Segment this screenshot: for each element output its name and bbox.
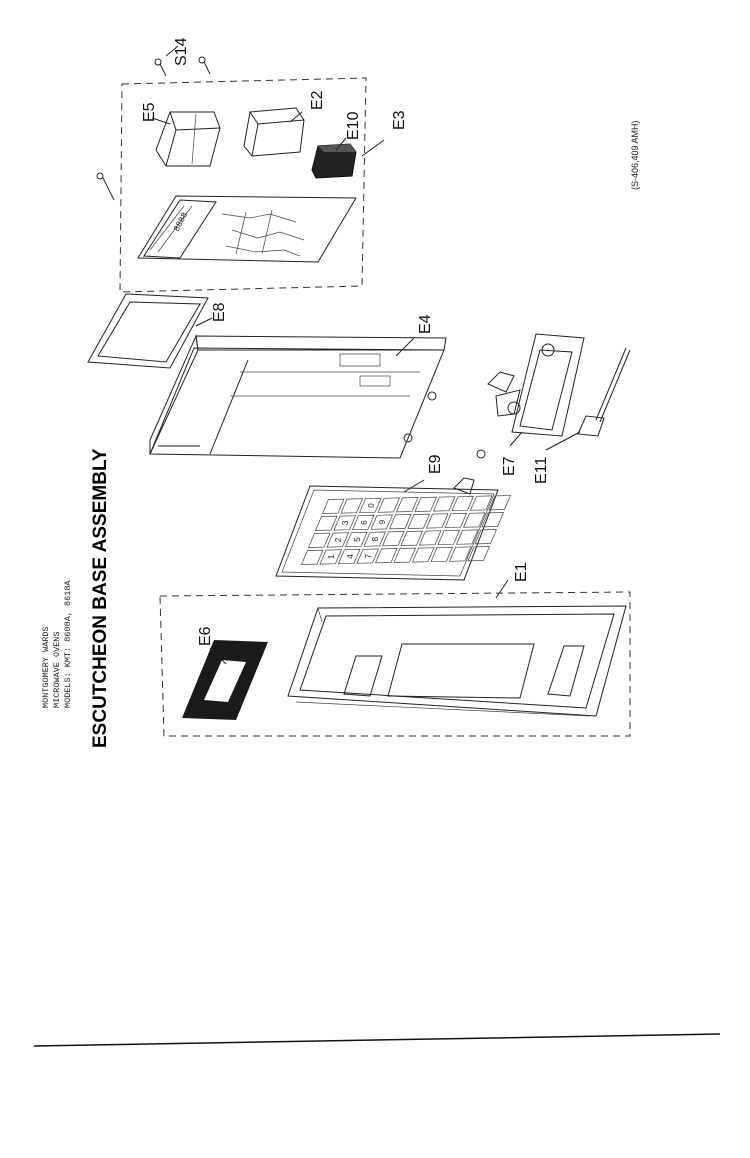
- keypad-key: [462, 512, 486, 528]
- control-board: [137, 195, 357, 263]
- keypad-key: [300, 549, 324, 565]
- keypad-key: [363, 531, 387, 547]
- control-board-group: 8888: [96, 56, 367, 293]
- keypad-key: [455, 529, 479, 545]
- keypad-key: [400, 530, 424, 546]
- screw-left: [96, 172, 115, 201]
- header-line-1: MONTGOMERY WARDS: [41, 626, 51, 708]
- label-e10: E10: [345, 111, 362, 140]
- keypad-key: [337, 548, 361, 565]
- keypad-key: [444, 512, 468, 529]
- keypad-key: [430, 546, 454, 563]
- label-s14: S14: [173, 37, 190, 66]
- label-e8: E8: [211, 302, 228, 322]
- keypad-key: [437, 529, 461, 546]
- label-e6: E6: [197, 626, 214, 646]
- keypad-key: [358, 497, 382, 514]
- svg-text:8888: 8888: [172, 211, 190, 234]
- keypad-key: [351, 514, 375, 531]
- keypad-key: [314, 515, 338, 531]
- label-e5: E5: [141, 102, 158, 122]
- keypad-key: [388, 514, 412, 530]
- keypad-key: [488, 495, 512, 511]
- page-title: ESCUTCHEON BASE ASSEMBLY: [90, 448, 111, 748]
- part-e1-group: [159, 591, 631, 737]
- part-e9-keypad: 1 2 3 4 5 6 7 8 9 0: [275, 449, 512, 581]
- keypad-key: [319, 549, 343, 565]
- keypad-key: [411, 547, 435, 563]
- screw-top-left: [154, 58, 167, 77]
- keypad-digit: 5: [353, 537, 362, 542]
- escutcheon-dashed-box: [159, 591, 631, 737]
- bottom-rule: [33, 1033, 721, 1047]
- keypad-key: [418, 530, 442, 546]
- keypad-key: [395, 497, 419, 513]
- escutcheon-outer: [287, 605, 627, 717]
- keypad-key: [467, 546, 491, 562]
- label-e4: E4: [417, 314, 434, 334]
- keypad-key: [370, 514, 394, 530]
- keypad-digit: 9: [378, 519, 387, 524]
- keypad-key: [333, 515, 357, 531]
- keypad-digit: 8: [371, 536, 380, 541]
- keypad-key: [321, 498, 345, 514]
- label-e9: E9: [427, 454, 444, 474]
- part-e7-latch: [487, 333, 585, 437]
- keypad-key: [393, 547, 417, 563]
- keypad-key: [425, 513, 449, 529]
- header-line-3: MODELS: KMT: 8608A, 8618A: [63, 580, 73, 708]
- part-e10-block: [311, 143, 357, 179]
- keypad-key: [377, 497, 401, 513]
- label-e3: E3: [391, 110, 408, 130]
- keypad-key: [374, 548, 398, 564]
- keypad-digit: 1: [327, 554, 336, 559]
- part-e8-gasket: [87, 293, 209, 369]
- keypad-key: [448, 546, 472, 562]
- part-e4-frame: [149, 334, 447, 459]
- keypad-key: [381, 531, 405, 547]
- reference-code: (S-406,409 AMH): [630, 120, 640, 190]
- display-window-area: [143, 199, 217, 259]
- keypad-digit: 0: [367, 503, 376, 508]
- part-e2-relay: [243, 107, 305, 157]
- keypad-key: [307, 532, 331, 548]
- keypad-key: [407, 513, 431, 529]
- leader-lines: [151, 45, 581, 665]
- control-board-dashed-box: [119, 77, 367, 293]
- part-e5-block: [155, 111, 221, 167]
- board-traces: [221, 209, 305, 257]
- keypad-digit: 4: [346, 554, 355, 559]
- label-e11: E11: [533, 457, 550, 484]
- keypad-digit: 6: [360, 520, 369, 525]
- keypad-key: [474, 529, 498, 545]
- part-e11-switch: [577, 347, 631, 437]
- keypad-key: [344, 531, 368, 548]
- label-e2: E2: [309, 90, 326, 110]
- keypad-digit: 2: [334, 537, 343, 542]
- header-block: MONTGOMERY WARDS MICROWAVE OVENS MODELS:…: [41, 580, 73, 708]
- keypad-key: [340, 498, 364, 514]
- screw-top-right: [198, 56, 211, 75]
- part-e6-label: [182, 640, 268, 720]
- keypad-key: [326, 532, 350, 548]
- label-e7: E7: [501, 456, 518, 476]
- keypad-digit: 7: [364, 553, 373, 558]
- keypad-key-grid: 1 2 3 4 5 6 7 8 9 0: [300, 495, 512, 565]
- keypad-digit: 3: [341, 520, 350, 525]
- keypad-key: [481, 512, 505, 528]
- header-line-2: MICROWAVE OVENS: [52, 631, 62, 708]
- keypad-key: [469, 495, 493, 511]
- keypad-key: [432, 496, 456, 512]
- keypad-key: [414, 496, 438, 512]
- escutcheon-window: [387, 643, 535, 699]
- keypad-key: [356, 548, 380, 564]
- keypad-key: [451, 495, 475, 512]
- label-e1: E1: [513, 562, 530, 582]
- keypad-screw: [476, 449, 486, 459]
